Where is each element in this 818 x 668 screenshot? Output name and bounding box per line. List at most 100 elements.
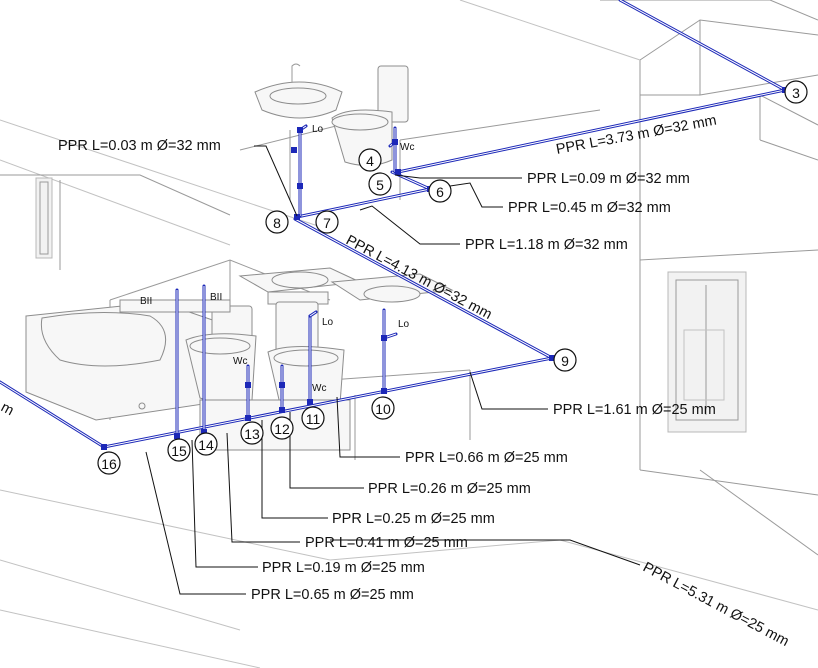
node-marker-6: 6 — [428, 179, 452, 203]
node-number-3: 3 — [792, 85, 800, 101]
fixture-label-wc-left: Wc — [233, 356, 247, 367]
pipe-label-l0-66: PPR L=0.66 m Ø=25 mm — [405, 450, 568, 466]
pipe-riser-11-tap-highlight — [309, 311, 317, 317]
pipe-label-l0-09: PPR L=0.09 m Ø=32 mm — [527, 171, 690, 187]
node-circle-13 — [240, 421, 264, 445]
pipe-label-l5-31: PPR L=5.31 m Ø=25 mm — [640, 559, 791, 650]
pipe-label-l0-25: PPR L=0.25 m Ø=25 mm — [332, 511, 495, 527]
node-marker-5: 5 — [368, 172, 392, 196]
node-circle-5 — [368, 172, 392, 196]
pipe-fitting-14 — [381, 335, 387, 341]
node-circle-16 — [97, 451, 121, 475]
pipe-fitting-16 — [245, 382, 251, 388]
leader-l0-03 — [254, 145, 298, 217]
leader-l0-25 — [261, 420, 328, 519]
leader-l0-65 — [145, 451, 246, 595]
pipe-fitting-12 — [297, 127, 303, 133]
node-circle-8 — [265, 210, 289, 234]
node-marker-16: 16 — [97, 451, 121, 475]
pipe-fitting-3 — [294, 214, 300, 220]
node-number-13: 13 — [244, 426, 260, 442]
node-circle-4 — [358, 148, 382, 172]
node-marker-7: 7 — [315, 210, 339, 234]
fixture-label-lo-right: Lo — [398, 319, 410, 330]
pipe-fitting-17 — [291, 147, 297, 153]
node-circle-12 — [270, 416, 294, 440]
node-circle-11 — [301, 406, 325, 430]
pipe-fitting-11 — [101, 444, 107, 450]
node-number-6: 6 — [436, 184, 444, 200]
pipe-fitting-7 — [279, 407, 285, 413]
node-marker-9: 9 — [553, 348, 577, 372]
node-number-8: 8 — [273, 215, 281, 231]
node-number-15: 15 — [171, 443, 187, 459]
fixture-label-lo-mid: Lo — [322, 317, 334, 328]
node-marker-8: 8 — [265, 210, 289, 234]
fixture-labels: Lo Wc BII BII Lo Lo Wc Wc — [140, 124, 414, 394]
pipe-fitting-10 — [174, 433, 180, 439]
fixture-label-bii-right: BII — [210, 292, 222, 303]
pipe-label-l0-41: PPR L=0.41 m Ø=25 mm — [305, 535, 468, 551]
leader-l0-66 — [336, 396, 400, 458]
pipe-16-left-highlight — [0, 381, 105, 448]
pipe-label-l0-26: PPR L=0.26 m Ø=25 mm — [368, 481, 531, 497]
leader-l0-19 — [191, 439, 258, 568]
pipe-label-l3-73: PPR L=3.73 m Ø=32 mm — [555, 113, 718, 158]
node-circle-6 — [428, 179, 452, 203]
pipe-label-l0-19: PPR L=0.19 m Ø=25 mm — [262, 560, 425, 576]
node-circle-9 — [553, 348, 577, 372]
leader-l0-09 — [394, 174, 522, 179]
pipe-fitting-6 — [307, 399, 313, 405]
node-markers: 3 45 6 7 8 9 10 11 12 13 14 15 16 — [97, 80, 808, 475]
leader-l0-26 — [289, 412, 364, 489]
pipe-label-l0-03: PPR L=0.03 m Ø=32 mm — [58, 138, 221, 154]
pipe-6-to-8-highlight — [296, 188, 431, 218]
leader-l1-18 — [359, 205, 460, 245]
pipe-label-l1-18: PPR L=1.18 m Ø=32 mm — [465, 237, 628, 253]
node-marker-3: 3 — [784, 80, 808, 104]
pipe-label-l0-65: PPR L=0.65 m Ø=25 mm — [251, 587, 414, 603]
node-marker-15: 15 — [167, 438, 191, 462]
pipe-9-to-16-highlight — [103, 357, 553, 448]
fixture-label-bii-left: BII — [140, 296, 152, 307]
node-number-10: 10 — [375, 401, 391, 417]
node-number-4: 4 — [366, 153, 374, 169]
node-number-7: 7 — [323, 215, 331, 231]
bathtub — [25, 301, 231, 421]
leader-l5-31 — [330, 539, 641, 566]
fixture-label-wc-mid: Wc — [312, 383, 326, 394]
node-number-12: 12 — [274, 421, 290, 437]
node-circle-10 — [371, 396, 395, 420]
pipe-main-upper-highlight — [619, 0, 786, 91]
node-marker-13: 13 — [240, 421, 264, 445]
fixture-label-lo-upper: Lo — [312, 124, 324, 135]
fixture-label-wc-upper: Wc — [400, 142, 414, 153]
pipe-label-l0-45: PPR L=0.45 m Ø=32 mm — [508, 200, 671, 216]
pipe-fitting-4 — [549, 355, 555, 361]
node-number-5: 5 — [376, 177, 384, 193]
node-number-16: 16 — [101, 456, 117, 472]
mid-washbasin-right — [330, 273, 454, 303]
node-number-14: 14 — [198, 437, 214, 453]
node-circle-15 — [167, 438, 191, 462]
node-marker-4: 4 — [358, 148, 382, 172]
leader-l1-61 — [469, 371, 548, 410]
pipe-fitting-15 — [279, 382, 285, 388]
pipe-8-to-9-highlight — [294, 218, 553, 359]
upper-washbasin — [254, 63, 343, 119]
node-circle-14 — [194, 432, 218, 456]
pipe-fitting-18 — [297, 183, 303, 189]
leader-l0-41 — [226, 432, 300, 543]
node-marker-10: 10 — [371, 396, 395, 420]
pipe-fitting-8 — [245, 415, 251, 421]
node-marker-14: 14 — [194, 432, 218, 456]
mid-washbasin-left — [238, 267, 362, 305]
pipe-fitting-5 — [381, 388, 387, 394]
pipe-fitting-9 — [201, 429, 207, 435]
leader-lines — [145, 145, 641, 595]
node-marker-11: 11 — [301, 406, 325, 430]
pipe-network — [0, 0, 788, 450]
node-marker-12: 12 — [270, 416, 294, 440]
